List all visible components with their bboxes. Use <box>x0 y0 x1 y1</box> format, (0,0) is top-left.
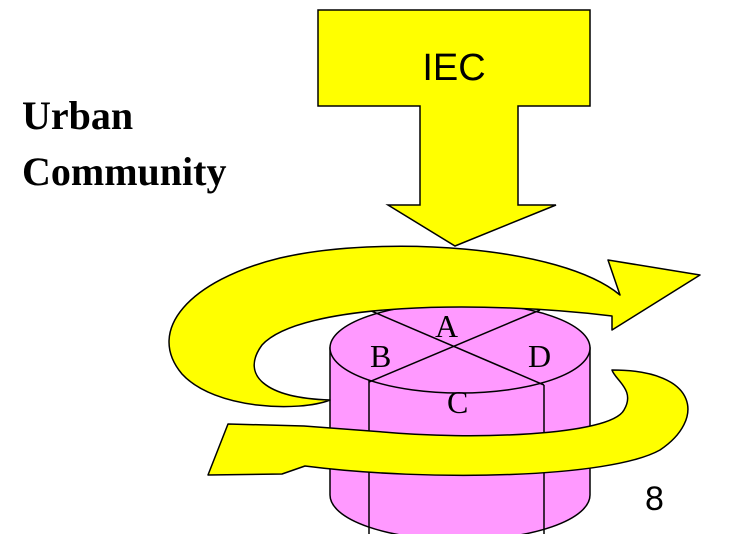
divider-line-1 <box>368 309 545 386</box>
divider-line-2 <box>368 309 541 383</box>
page-number: 8 <box>645 480 664 518</box>
heading-line-2: Community <box>22 149 227 194</box>
bottom-cycle-arrow <box>207 369 689 477</box>
heading-line-1: Urban <box>22 93 134 138</box>
segment-a-label: A <box>435 308 458 344</box>
segment-d-label: D <box>528 338 551 374</box>
top-cycle-arrow <box>168 245 701 408</box>
iec-arrow <box>317 9 591 247</box>
heading: Urban Community <box>22 88 226 200</box>
segment-c-label: C <box>447 384 468 420</box>
segment-b-label: B <box>370 338 391 374</box>
iec-label: IEC <box>422 47 485 89</box>
